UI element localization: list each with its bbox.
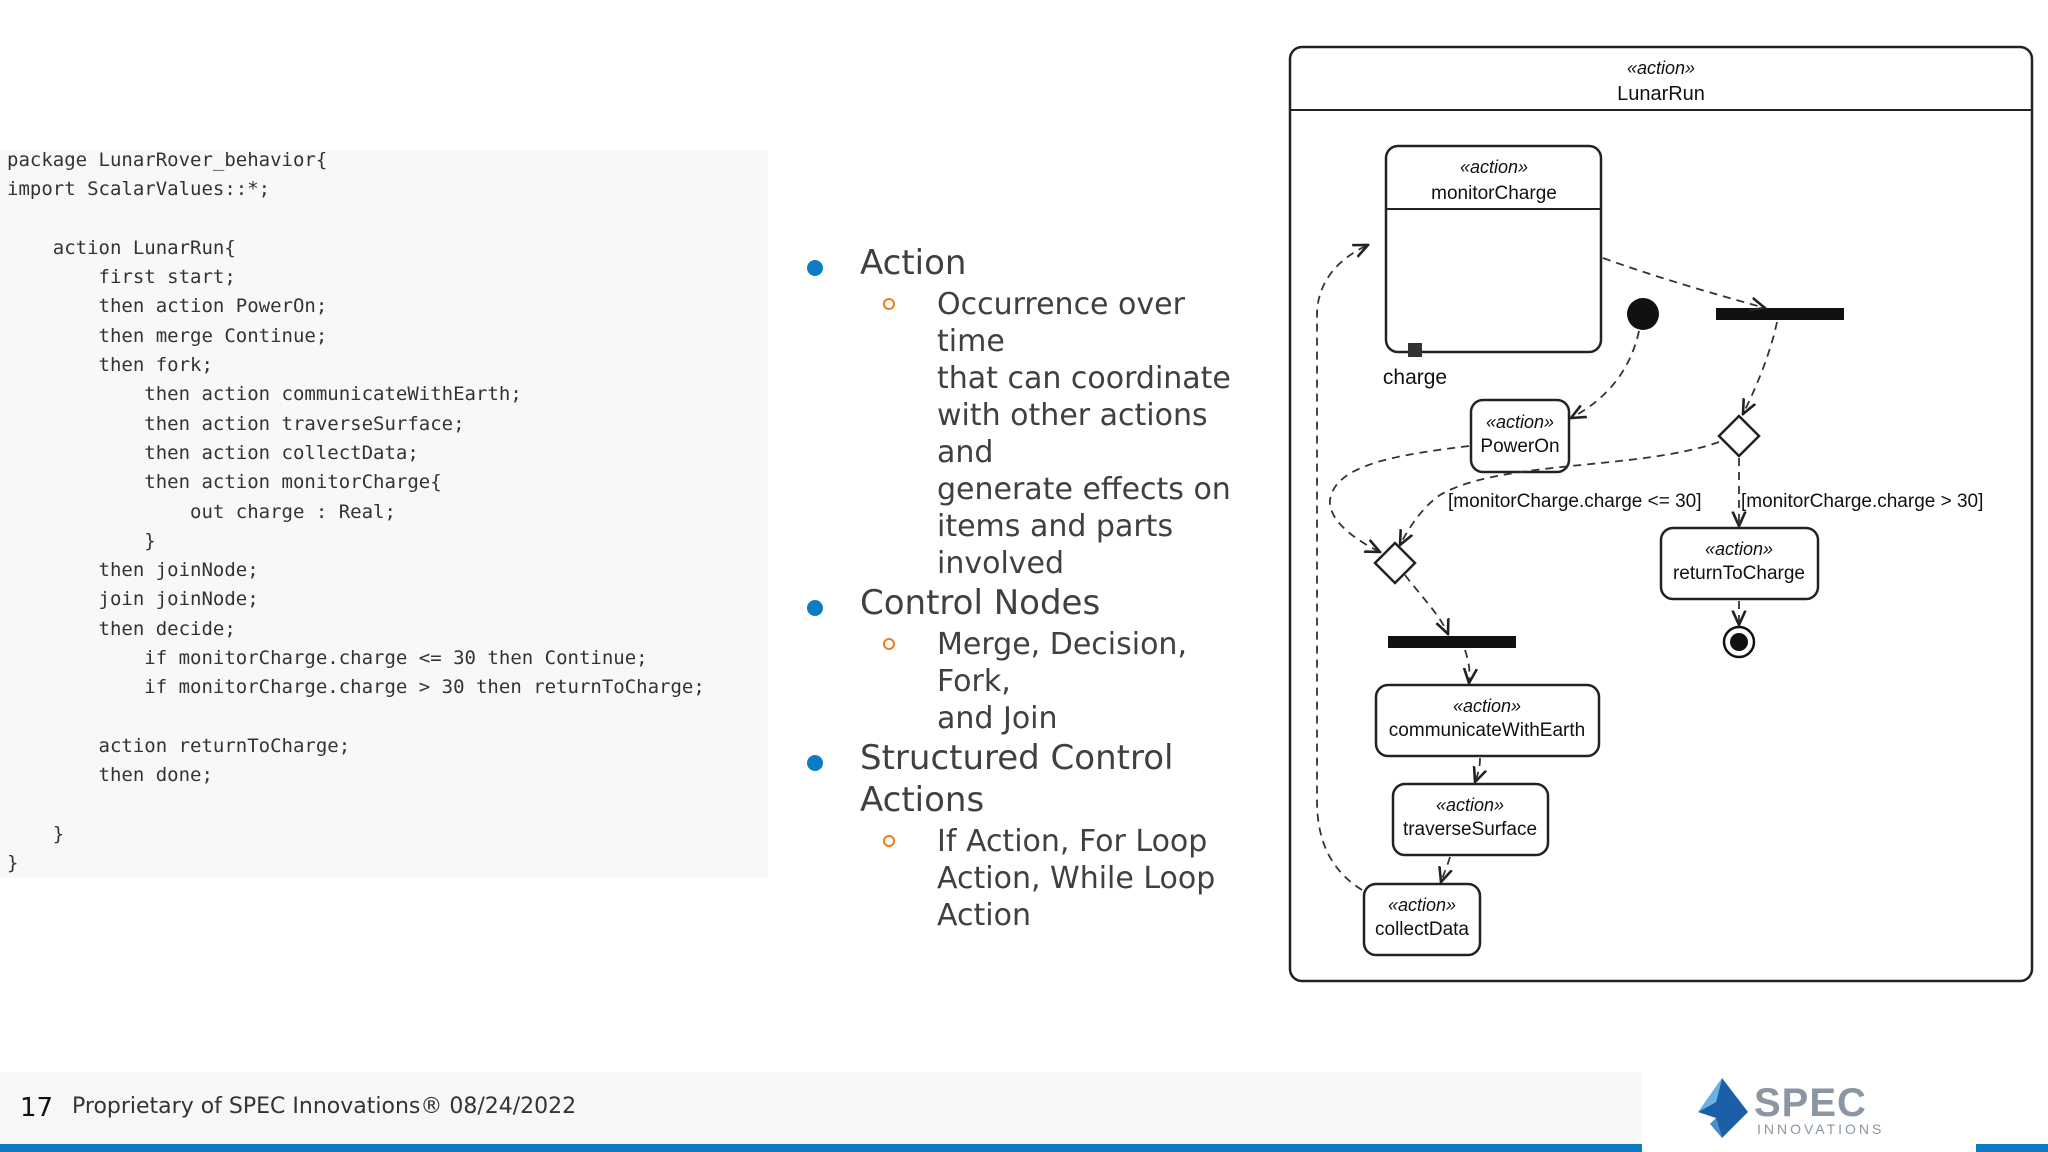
node-monitor-charge: «action» monitorCharge charge [1383,144,1603,389]
final-node-icon [1722,625,1756,659]
spec-innovations-logo: SPEC INNOVATIONS [1698,1078,1884,1138]
code-panel [0,150,768,878]
fork-bar-icon [1388,636,1516,648]
sub-bullet-control-nodes: Merge, Decision, Fork, and Join [800,626,1260,737]
bullet-dot-icon [807,755,823,771]
node-label: returnToCharge [1673,563,1805,584]
node-stereotype: «action» [1436,795,1504,815]
initial-node-icon [1627,298,1659,330]
bullet-structured-control: Structured Control Actions [800,737,1260,821]
sub-bullet-line: and Join [937,701,1058,736]
node-stereotype: «action» [1460,157,1528,177]
logo-subtitle: INNOVATIONS [1757,1121,1884,1137]
logo-wordmark: SPEC [1754,1081,1867,1125]
flow-monitor-to-join [1602,257,1765,308]
node-return-to-charge: «action» returnToCharge [1659,526,1820,601]
sub-bullet-line: that can coordinate [937,361,1231,396]
control-flows [1316,245,1778,891]
sub-bullet-ring-icon [883,298,895,310]
node-label: traverseSurface [1403,819,1537,840]
node-label: PowerOn [1480,436,1559,457]
sub-bullet-structured-control: If Action, For Loop Action, While Loop A… [800,823,1260,934]
node-label: monitorCharge [1431,183,1557,204]
guard-gt-label: [monitorCharge.charge > 30] [1741,491,1983,512]
merge-node-icon [1373,541,1417,585]
bullet-text: Control Nodes [860,583,1101,623]
node-stereotype: «action» [1453,696,1521,716]
sub-bullet-action: Occurrence over time that can coordinate… [800,286,1260,582]
bullet-list: Action Occurrence over time that can coo… [800,242,1260,934]
flow-collect-to-monitor [1316,245,1368,891]
sub-bullet-ring-icon [883,835,895,847]
node-stereotype: «action» [1388,895,1456,915]
footer-text: Proprietary of SPEC Innovations® 08/24/2… [72,1094,577,1119]
sub-bullet-ring-icon [883,638,895,650]
sub-bullet-line: Action, While Loop [937,861,1216,896]
guard-le-label: [monitorCharge.charge <= 30] [1448,491,1702,512]
bullet-dot-icon [807,600,823,616]
output-pin-icon [1408,343,1422,357]
node-stereotype: «action» [1486,412,1554,432]
code-listing: package LunarRover_behavior{ import Scal… [7,149,705,875]
bullet-control-nodes: Control Nodes [800,582,1260,624]
page-number: 17 [20,1093,54,1123]
bottom-stripe [0,1144,2048,1152]
bullet-action: Action [800,242,1260,284]
bullet-dot-icon [807,260,823,276]
flow-initial-to-poweron [1571,330,1640,418]
sub-bullet-line: involved [937,546,1065,581]
node-traverse-surface: «action» traverseSurface [1391,782,1550,857]
sub-bullet-line: Merge, Decision, Fork, [937,627,1187,699]
flow-merge-to-fork [1404,574,1448,634]
sub-bullet-line: Occurrence over time [937,287,1185,359]
flow-communicate-to-traverse [1475,757,1480,782]
bullet-text: Action [860,243,967,283]
node-communicate-with-earth: «action» communicateWithEarth [1374,683,1601,758]
flow-poweron-to-merge [1329,445,1470,552]
pin-label: charge [1383,366,1447,389]
sub-bullet-line: with other actions and [937,398,1208,470]
node-power-on: «action» PowerOn [1469,398,1571,474]
logo-mark-icon [1698,1078,1748,1138]
flow-fork-to-communicate [1465,649,1470,683]
bullet-text: Structured Control Actions [860,738,1174,820]
node-stereotype: «action» [1705,539,1773,559]
sub-bullet-line: Action [937,898,1031,933]
bottom-stripe-gap [1642,1144,1976,1152]
flow-traverse-to-collect [1441,856,1450,882]
decision-node-icon [1717,414,1761,458]
node-label: collectData [1375,919,1469,940]
frame-title: LunarRun [1617,83,1705,105]
sub-bullet-line: If Action, For Loop [937,824,1208,859]
logo-box: SPEC INNOVATIONS [1642,1072,2048,1144]
node-collect-data: «action» collectData [1362,882,1482,957]
join-bar-icon [1716,308,1844,320]
sub-bullet-line: items and parts [937,509,1174,544]
node-label: communicateWithEarth [1389,720,1585,741]
sub-bullet-line: generate effects on [937,472,1231,507]
flow-decision-to-merge [1400,441,1720,545]
flow-join-to-decision [1743,321,1778,414]
frame-stereotype: «action» [1627,58,1695,78]
